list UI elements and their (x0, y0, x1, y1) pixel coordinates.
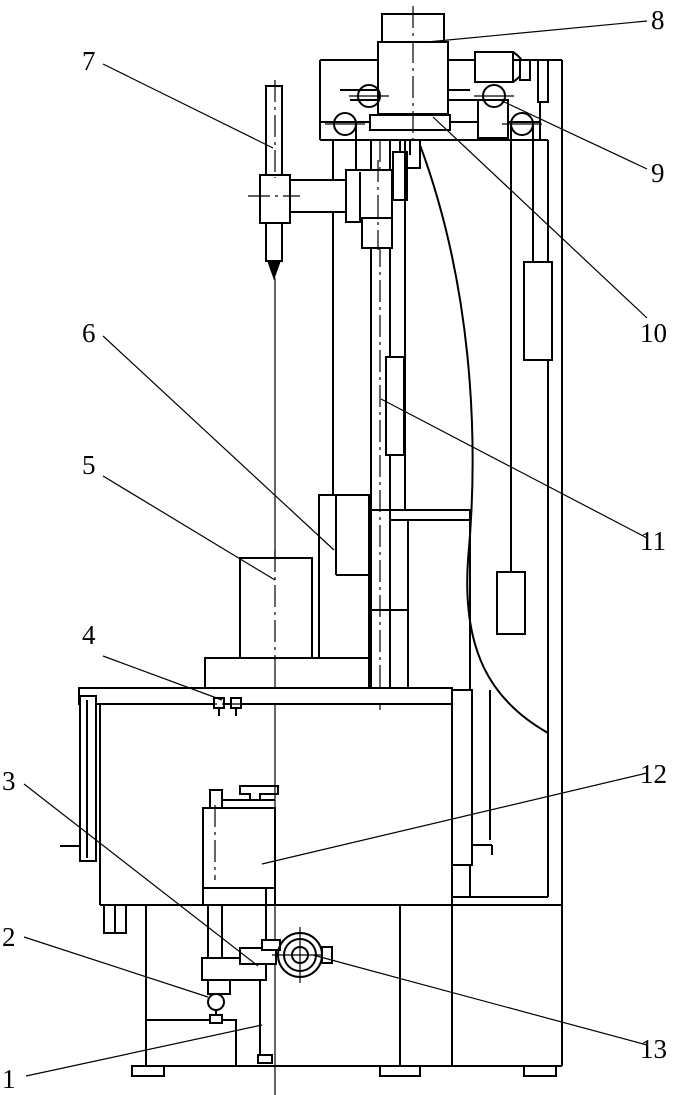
main-body (60, 687, 453, 1066)
label-7: 7 (82, 46, 96, 76)
label-13: 13 (640, 1034, 667, 1064)
label-4: 4 (82, 620, 96, 650)
label-12: 12 (640, 759, 667, 789)
base (131, 1019, 562, 1077)
label-10: 10 (640, 318, 667, 348)
label-9: 9 (651, 158, 665, 188)
handwheel-13 (272, 927, 333, 983)
frame-column (399, 60, 563, 1066)
label-8: 8 (651, 5, 665, 35)
motor-8 (377, 6, 449, 140)
label-3: 3 (2, 766, 16, 796)
carriage-12 (202, 785, 279, 950)
marker-arm-7 (248, 80, 393, 281)
label-1: 1 (2, 1064, 16, 1094)
counterweights (355, 124, 553, 635)
label-2: 2 (2, 922, 16, 952)
pulleys (325, 84, 542, 136)
leader-lines (23, 20, 648, 1077)
label-5: 5 (82, 450, 96, 480)
label-6: 6 (82, 318, 96, 348)
label-11: 11 (640, 526, 666, 556)
upper-body (204, 494, 471, 690)
auxiliary-motor (474, 51, 549, 139)
lower-tool (201, 905, 281, 1064)
part-labels: 1 2 3 4 5 6 7 8 9 10 11 12 13 (2, 5, 667, 1094)
